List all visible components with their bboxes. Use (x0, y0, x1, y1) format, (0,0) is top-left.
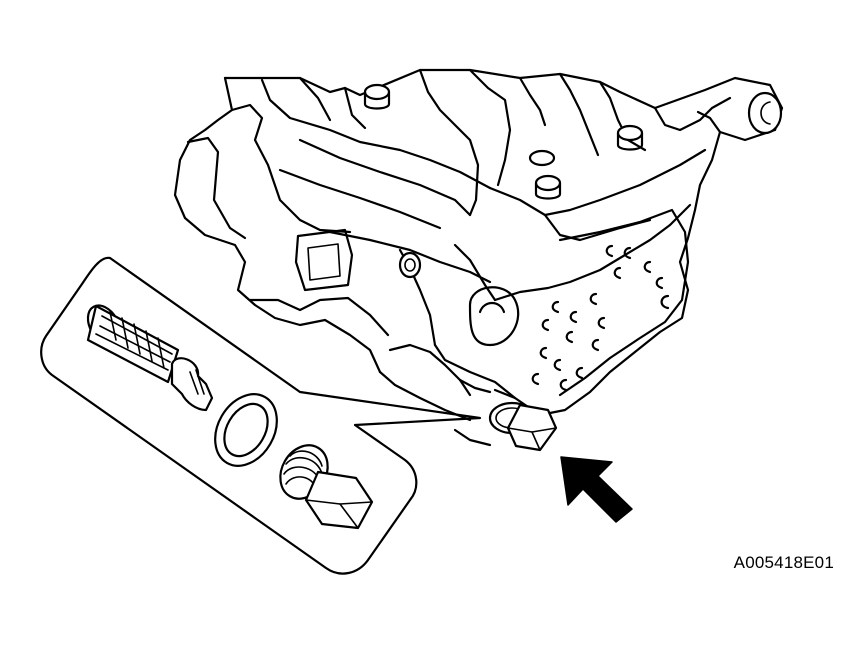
figure-reference-code: A005418E01 (733, 553, 834, 572)
loose-drain-plug (279, 444, 374, 530)
engine-bolt-holes (531, 244, 670, 392)
engine-dowels (363, 83, 783, 279)
installed-drain-plug (488, 401, 558, 452)
oil-strainer (86, 304, 214, 412)
callout-box (40, 256, 482, 575)
engine-block (173, 68, 784, 447)
arrow-icon (560, 456, 633, 523)
gasket-ring (214, 393, 278, 467)
